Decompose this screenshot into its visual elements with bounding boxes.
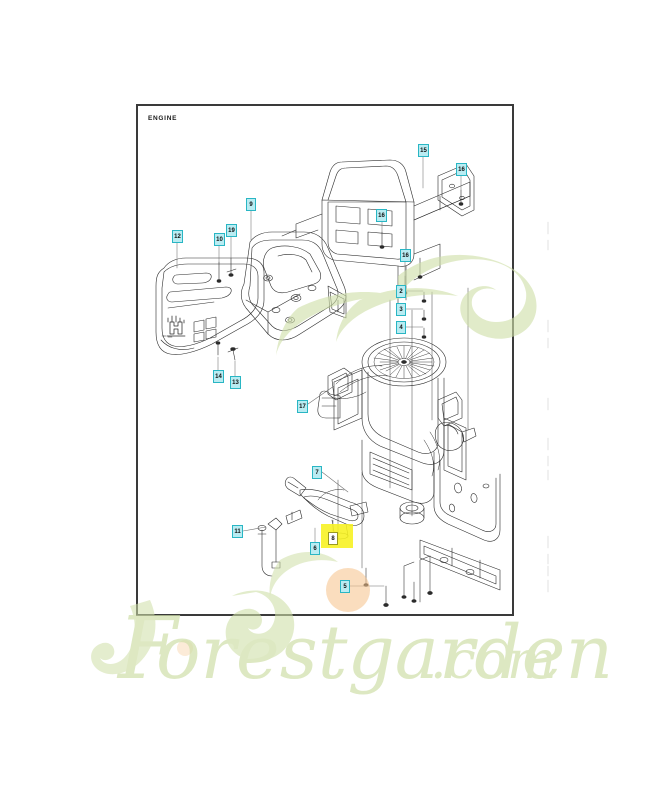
callout-9[interactable]: 9 bbox=[246, 198, 256, 211]
deck-fasteners bbox=[379, 189, 464, 295]
callout-19[interactable]: 19 bbox=[226, 224, 237, 237]
callout-4[interactable]: 4 bbox=[396, 321, 406, 334]
callout-10[interactable]: 10 bbox=[214, 233, 225, 246]
callout-16[interactable]: 16 bbox=[376, 209, 387, 222]
engine-block bbox=[317, 337, 477, 525]
callout-13[interactable]: 13 bbox=[230, 376, 241, 389]
callout-14[interactable]: 14 bbox=[213, 370, 224, 383]
page-title: ENGINE bbox=[148, 115, 178, 122]
callout-3[interactable]: 3 bbox=[396, 303, 406, 316]
callout-11[interactable]: 11 bbox=[232, 525, 243, 538]
front-cover-panel bbox=[155, 257, 265, 355]
callout-15[interactable]: 15 bbox=[418, 144, 429, 157]
upper-deck-frame bbox=[281, 159, 475, 307]
callout-17[interactable]: 17 bbox=[297, 400, 308, 413]
callout-16[interactable]: 16 bbox=[400, 249, 411, 262]
callout-6[interactable]: 6 bbox=[310, 542, 320, 555]
callout-16[interactable]: 16 bbox=[456, 163, 467, 176]
loose-hardware bbox=[363, 291, 433, 607]
bracket-rod bbox=[257, 509, 303, 577]
shroud-screws bbox=[216, 257, 237, 283]
diagram-border bbox=[136, 104, 514, 616]
chassis-frame bbox=[337, 287, 501, 591]
engine-shroud bbox=[240, 231, 347, 341]
callout-5[interactable]: 5 bbox=[340, 580, 350, 593]
callout-2[interactable]: 2 bbox=[396, 285, 406, 298]
callout-7[interactable]: 7 bbox=[312, 466, 322, 479]
callout-8[interactable]: 8 bbox=[328, 532, 338, 545]
cover-fasteners bbox=[215, 341, 239, 361]
callout-12[interactable]: 12 bbox=[172, 230, 183, 243]
